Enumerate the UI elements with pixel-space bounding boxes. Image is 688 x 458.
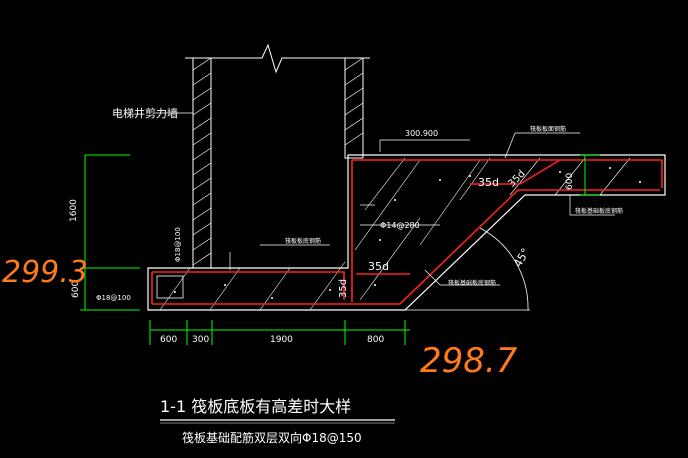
concrete-outline xyxy=(147,154,666,311)
drawing-title: 1-1 筏板底板有高差时大样 xyxy=(160,397,351,416)
dim-600-left: 600 xyxy=(71,281,81,298)
anchor-35d-vert: 35d xyxy=(338,279,349,298)
dim-bottom-4: 800 xyxy=(367,335,384,345)
anchor-35d-mid: 35d xyxy=(368,260,389,273)
dim-600-right: 600 xyxy=(565,173,575,190)
slab-bottom-rebar-label-2: 筏板基础板底钢筋 xyxy=(575,207,623,215)
dimension-lines xyxy=(80,154,600,345)
anchor-35d-diag: 35d xyxy=(506,169,527,190)
leader-lines xyxy=(155,112,615,286)
shear-wall xyxy=(185,43,370,269)
dim-bottom-2: 300 xyxy=(192,335,209,345)
drawing-subtitle: 筏板基础配筋双层双向Φ18@150 xyxy=(182,430,362,445)
angle-label: 45° xyxy=(511,246,532,269)
stirrup-label: Φ18@100 xyxy=(174,227,182,262)
handwritten-elevation-right: 298.7 xyxy=(420,341,518,381)
dim-bottom-1: 600 xyxy=(160,335,177,345)
dim-1600: 1600 xyxy=(69,199,79,222)
wall-label: 电梯井剪力墙 xyxy=(112,106,178,120)
top-rebar-label: 筏板板面钢筋 xyxy=(530,125,566,133)
angle-marker xyxy=(405,227,530,311)
bar-bottom-label: Φ18@100 xyxy=(96,294,131,302)
rebar-lines xyxy=(151,159,663,305)
stirrup-box xyxy=(156,275,184,299)
break-line xyxy=(185,43,370,74)
aggregate-dots xyxy=(174,167,641,299)
handwritten-elevation-left: 299.3 xyxy=(2,255,88,290)
bottom-rebar-label: 筏板板底钢筋 xyxy=(285,237,321,245)
elevation-label: 300.900 xyxy=(405,129,438,138)
concrete-hatch xyxy=(159,157,631,311)
slab-bottom-rebar-label: 筏板基础板底钢筋 xyxy=(448,279,496,287)
dim-bottom-3: 1900 xyxy=(270,335,293,345)
anchor-35d-top: 35d xyxy=(478,176,499,189)
distribution-bar-label: Φ14@280 xyxy=(380,221,420,230)
